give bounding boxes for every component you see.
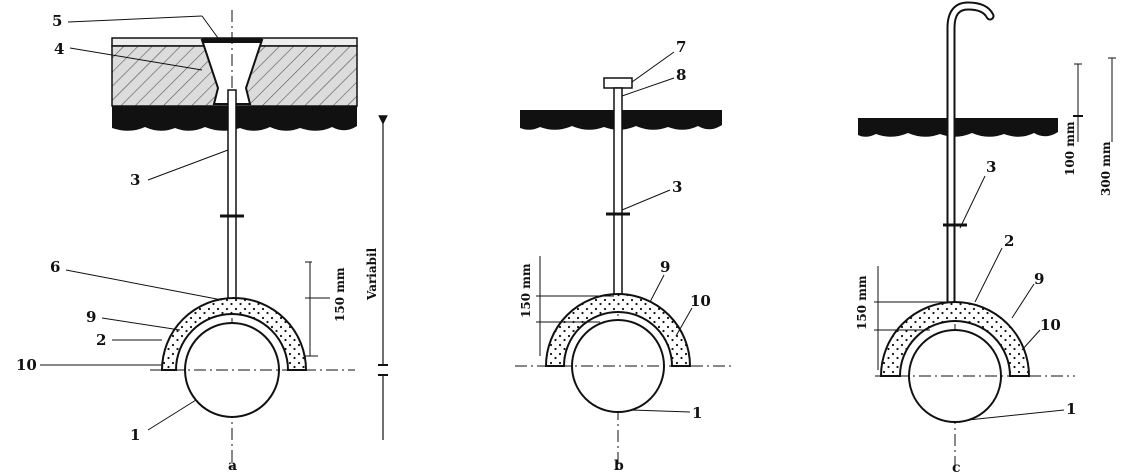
caption-b: b <box>614 458 624 474</box>
label-1: 1 <box>130 426 140 444</box>
label-9: 9 <box>86 308 96 326</box>
label-3: 3 <box>672 178 682 196</box>
label-9: 9 <box>660 258 670 276</box>
road-base-layer <box>858 118 1058 137</box>
dim-150-b: 150 mm <box>519 263 533 318</box>
label-7: 7 <box>676 38 686 56</box>
label-1: 1 <box>1066 400 1076 418</box>
figure-a: 150 mm Variabil 5 4 3 6 9 2 10 1 a <box>16 10 388 474</box>
label-8: 8 <box>676 66 686 84</box>
sand-cover-c <box>879 301 1031 377</box>
label-1: 1 <box>692 404 702 422</box>
label-3: 3 <box>130 171 140 189</box>
rod-b <box>613 87 623 297</box>
label-9: 9 <box>1034 270 1044 288</box>
rod-a <box>227 89 237 301</box>
hook-rod-c <box>946 1 995 311</box>
hook-rod-c-inner <box>948 3 993 309</box>
label-5: 5 <box>52 12 62 30</box>
figure-c: 150 mm 100 mm 300 mm 3 2 9 10 1 c <box>855 1 1116 476</box>
label-3: 3 <box>986 158 996 176</box>
label-10: 10 <box>1040 316 1061 334</box>
label-2: 2 <box>1004 232 1014 250</box>
dim-100-c: 100 mm <box>1063 121 1077 176</box>
label-6: 6 <box>50 258 60 276</box>
caption-c: c <box>952 460 961 476</box>
label-10: 10 <box>16 356 37 374</box>
dim-150-a: 150 mm <box>333 267 347 322</box>
sand-cover-b <box>544 293 692 367</box>
label-10: 10 <box>690 292 711 310</box>
dim-variabil-a: Variabil <box>365 247 379 301</box>
dim-300-c: 300 mm <box>1099 141 1113 196</box>
dim-150-c: 150 mm <box>855 275 869 330</box>
label-2: 2 <box>96 331 106 349</box>
caption-a: a <box>228 458 237 474</box>
rod-cap-b <box>603 77 633 89</box>
label-4: 4 <box>54 40 64 58</box>
figure-b: 150 mm 7 8 3 9 10 1 b <box>515 38 735 474</box>
